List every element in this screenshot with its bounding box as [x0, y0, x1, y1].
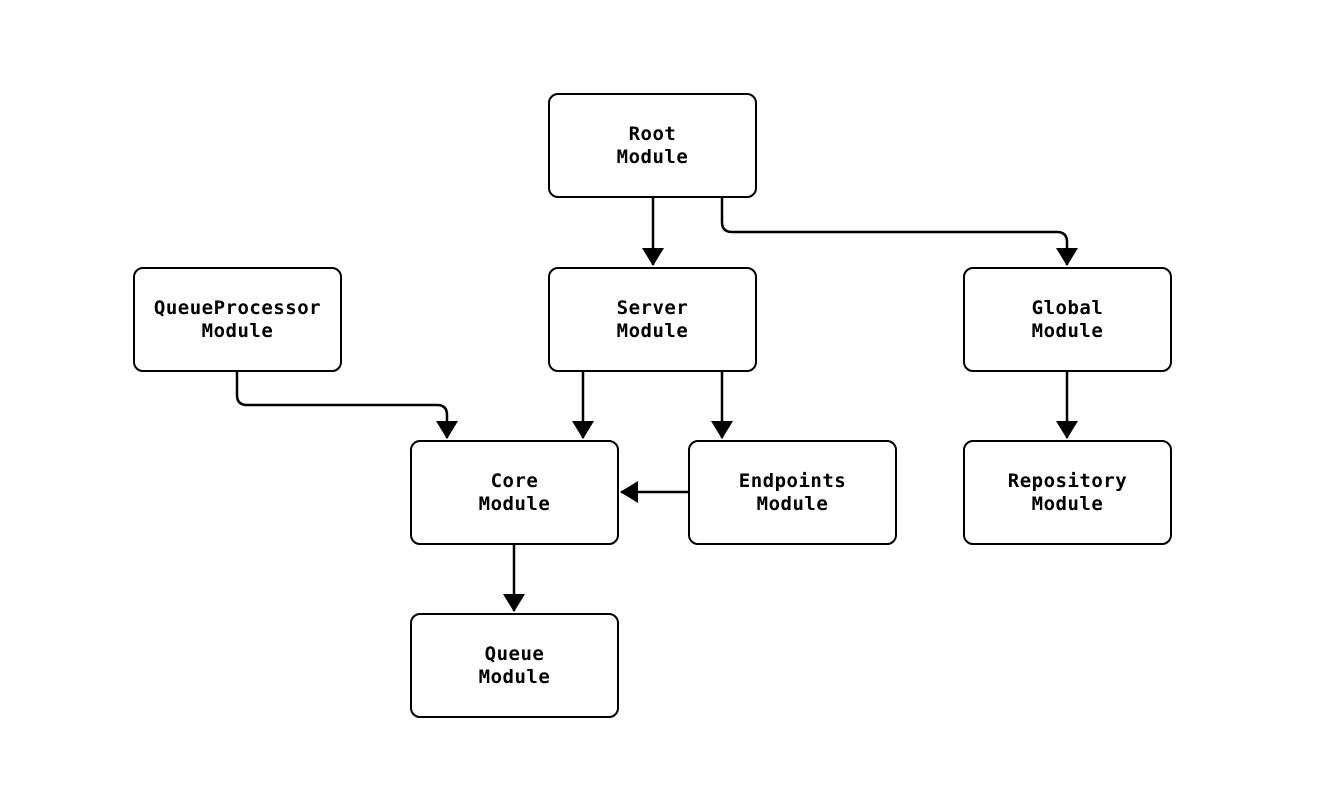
edge-queueprocessor-to-core: [235, 372, 458, 439]
node-label-line: Module: [201, 319, 274, 342]
node-label-line: Module: [1031, 319, 1104, 342]
node-label-line: Queue: [484, 642, 545, 665]
node-label-line: Module: [1031, 492, 1104, 515]
node-label-line: Module: [478, 665, 551, 688]
edge-root-to-global: [720, 198, 1078, 266]
node-label-line: Core: [490, 469, 539, 492]
node-label-line: Global: [1031, 296, 1104, 319]
node-label-line: Endpoints: [738, 469, 847, 492]
node-label-line: Server: [616, 296, 689, 319]
node-label-line: QueueProcessor: [153, 296, 322, 319]
node-label-line: Module: [616, 145, 689, 168]
node-label-line: Module: [478, 492, 551, 515]
node-label-line: Module: [756, 492, 829, 515]
node-label-line: Root: [628, 122, 677, 145]
node-label-line: Repository: [1007, 469, 1128, 492]
node-label-line: Module: [616, 319, 689, 342]
